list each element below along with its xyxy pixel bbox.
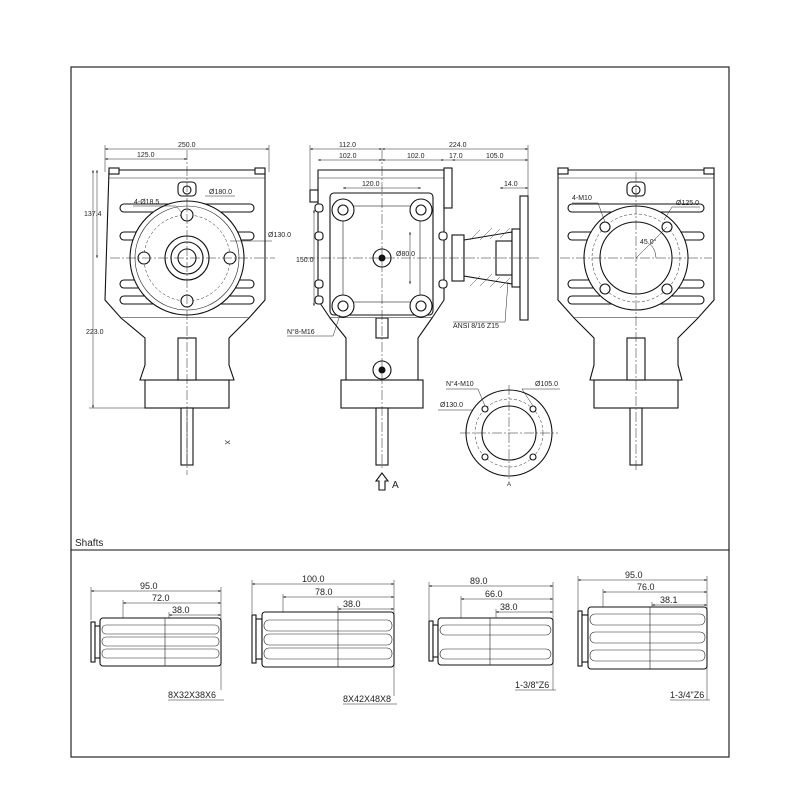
shaft-2-spec: 8X42X48X8 <box>343 694 391 704</box>
shaft-2-total-length: 100.0 <box>302 574 325 584</box>
shaft-3: 89.0 66.0 38.0 1-3/8"Z6 <box>428 576 556 691</box>
view-a-caption: A <box>507 482 511 488</box>
dim-front-flange-diameter: Ø180.0 <box>209 189 232 196</box>
shaft-2-spline-length: 78.0 <box>315 587 333 597</box>
dim-view-a-bolts: N°4-M10 <box>446 380 474 388</box>
side-view-fins <box>314 203 448 305</box>
shaft-1-key-length: 38.0 <box>172 605 190 615</box>
dim-rear-bolt-circle: Ø125.0 <box>676 200 699 207</box>
shaft-4-key-length: 38.1 <box>660 595 678 605</box>
shaft-2-key-length: 38.0 <box>343 599 361 609</box>
section-mark-x: X <box>223 440 230 445</box>
dim-side-offset: 17.0 <box>449 153 463 160</box>
front-view: 250.0 125.0 137.4 223.0 4-Ø18.5 Ø180.0 Ø… <box>84 142 291 475</box>
dim-side-bolts: N°8-M16 <box>287 328 315 336</box>
dim-side-spline-spec: ANSI 8/16 Z15 <box>453 323 499 330</box>
dim-side-bore: Ø80.0 <box>396 251 415 258</box>
shaft-4: 95.0 76.0 38.1 1-3/4"Z6 <box>577 570 710 701</box>
view-a: N°4-M10 Ø105.0 Ø130.0 A <box>438 380 560 488</box>
dim-side-left-half: 102.0 <box>339 153 357 160</box>
dim-front-total-height: 223.0 <box>86 329 104 336</box>
dim-side-right-half: 102.0 <box>407 153 425 160</box>
shaft-1-spline-length: 72.0 <box>152 593 170 603</box>
dim-front-bolt-circle: Ø130.0 <box>268 232 291 239</box>
shaft-4-spec: 1-3/4"Z6 <box>670 690 704 700</box>
dim-front-axis-height: 137.4 <box>84 211 102 218</box>
dim-view-a-diameter: Ø130.0 <box>440 402 463 409</box>
shaft-4-total-length: 95.0 <box>625 570 643 580</box>
shaft-3-total-length: 89.0 <box>470 576 488 586</box>
dim-rear-bolts: 4-M10 <box>572 195 592 202</box>
rear-view: 4-M10 Ø125.0 45.0° <box>557 167 715 470</box>
shaft-3-key-length: 38.0 <box>500 602 518 612</box>
shaft-3-spline-length: 66.0 <box>485 589 503 599</box>
dim-view-a-bolt-circle: Ø105.0 <box>535 381 558 388</box>
drawing-frame <box>70 66 730 758</box>
dim-side-left-length: 112.0 <box>339 142 356 149</box>
side-hatch <box>469 227 511 289</box>
dim-front-half-width: 125.0 <box>137 152 155 159</box>
shaft-3-spec: 1-3/8"Z6 <box>515 680 549 690</box>
shaft-4-spline-length: 76.0 <box>637 582 655 592</box>
dim-side-height: 150.0 <box>296 257 314 264</box>
dim-front-width: 250.0 <box>178 142 196 149</box>
shaft-2: 100.0 78.0 38.0 8X42X48X8 <box>251 574 397 705</box>
side-view: A 112.0 224.0 102.0 102.0 17.0 105.0 14.… <box>287 142 540 491</box>
dim-rear-angle: 45.0° <box>640 238 657 246</box>
dim-side-shaft-length: 105.0 <box>486 153 504 160</box>
shafts-title: Shafts <box>75 538 103 549</box>
shaft-1-total-length: 95.0 <box>140 581 158 591</box>
shaft-1-spec: 8X32X38X6 <box>168 690 216 700</box>
dim-side-bolt-spacing: 120.0 <box>362 181 380 188</box>
shaft-1: 95.0 72.0 38.0 8X32X38X6 <box>90 581 224 701</box>
dim-front-bolt-holes: 4-Ø18.5 <box>134 199 159 206</box>
view-arrow-label: A <box>392 480 399 491</box>
dim-side-right-length: 224.0 <box>449 142 467 149</box>
dim-side-flange-thickness: 14.0 <box>504 181 518 188</box>
